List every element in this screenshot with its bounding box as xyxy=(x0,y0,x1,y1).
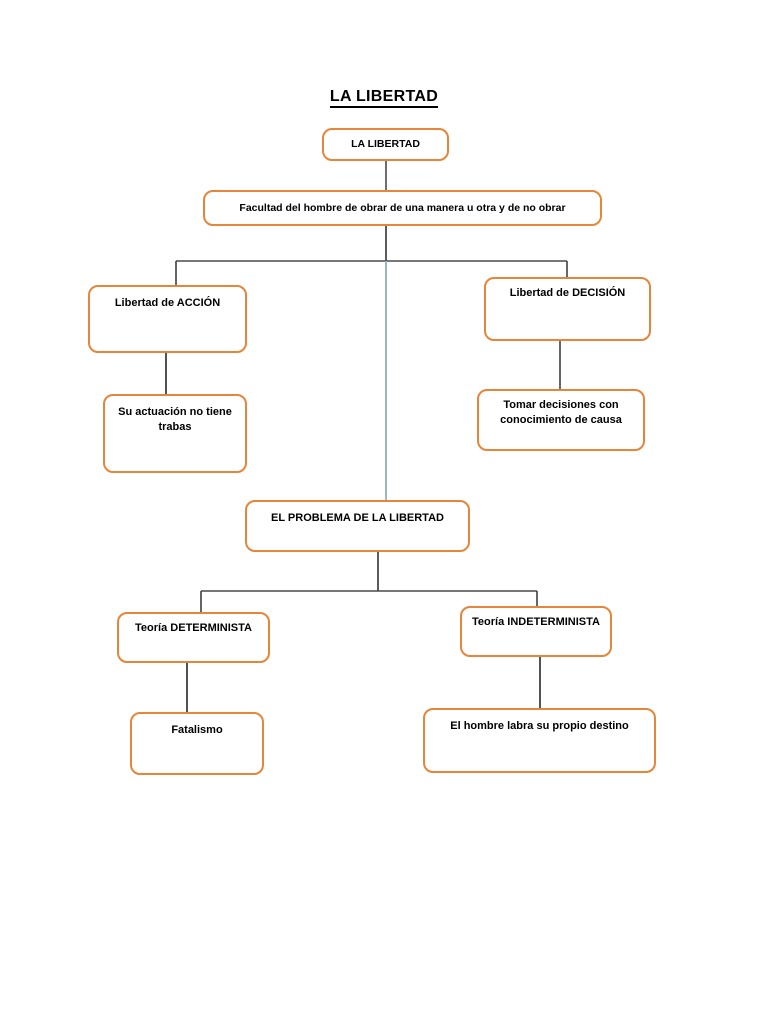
page-title-text: LA LIBERTAD xyxy=(329,88,439,108)
node-label: EL PROBLEMA DE LA LIBERTAD xyxy=(271,512,444,524)
node-label: Libertad de ACCIÓN xyxy=(114,297,221,309)
node-label: Teoría DETERMINISTA xyxy=(135,622,252,634)
node-label: Fatalismo xyxy=(171,724,223,736)
node-la-libertad[interactable]: LA LIBERTAD xyxy=(322,128,449,161)
node-label: Teoría INDETERMINISTA xyxy=(472,616,600,628)
node-el-problema-de-la-libertad[interactable]: EL PROBLEMA DE LA LIBERTAD xyxy=(245,500,470,552)
page-title: LA LIBERTAD xyxy=(0,88,768,108)
node-teoria-determinista[interactable]: Teoría DETERMINISTA xyxy=(117,612,270,663)
node-label: El hombre labra su propio destino xyxy=(450,720,629,732)
node-label: LA LIBERTAD xyxy=(351,138,420,151)
node-label: Tomar decisiones con conocimiento de cau… xyxy=(500,399,622,426)
node-label: Libertad de DECISIÓN xyxy=(509,287,626,299)
node-facultad-del-hombre[interactable]: Facultad del hombre de obrar de una mane… xyxy=(203,190,602,226)
node-el-hombre-labra-su-propio-destino[interactable]: El hombre labra su propio destino xyxy=(423,708,656,773)
node-tomar-decisiones-con-conocimiento-de-causa[interactable]: Tomar decisiones con conocimiento de cau… xyxy=(477,389,645,451)
node-teoria-indeterminista[interactable]: Teoría INDETERMINISTA xyxy=(460,606,612,657)
node-label: Su actuación no tiene trabas xyxy=(118,406,232,433)
node-label: Facultad del hombre de obrar de una mane… xyxy=(239,201,566,214)
node-su-actuacion-no-tiene-trabas[interactable]: Su actuación no tiene trabas xyxy=(103,394,247,473)
node-fatalismo[interactable]: Fatalismo xyxy=(130,712,264,775)
node-libertad-de-decision[interactable]: Libertad de DECISIÓN xyxy=(484,277,651,341)
node-libertad-de-accion[interactable]: Libertad de ACCIÓN xyxy=(88,285,247,353)
